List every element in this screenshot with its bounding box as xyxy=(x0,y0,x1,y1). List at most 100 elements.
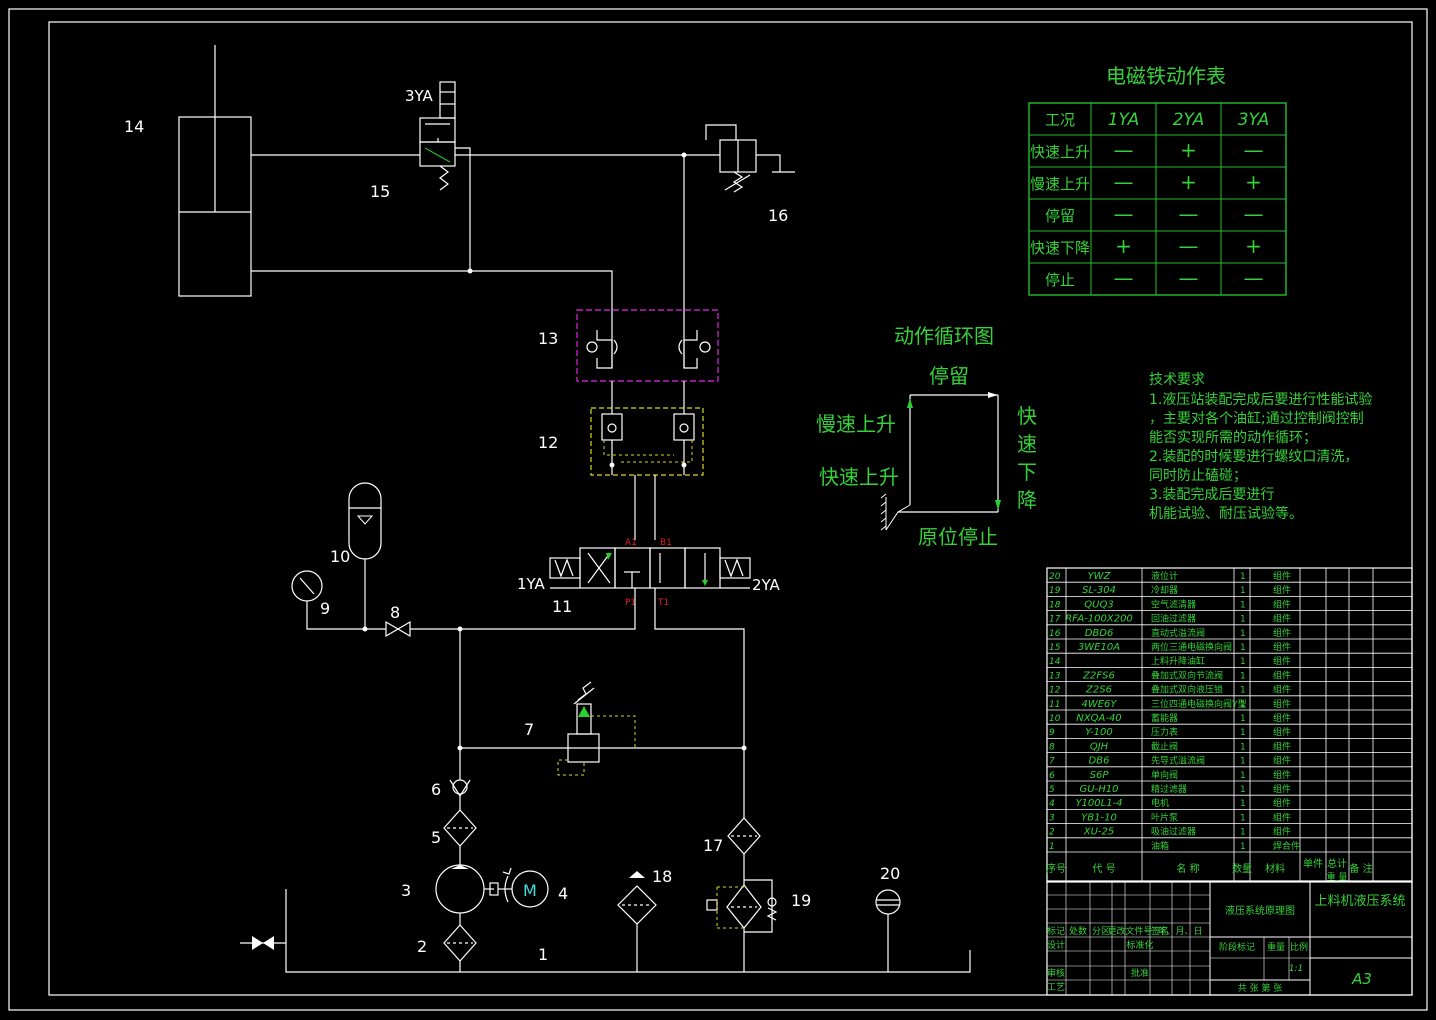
bom-cell: GU-H10 xyxy=(1080,784,1119,795)
bom-cell: 11 xyxy=(1049,700,1060,710)
label-9: 9 xyxy=(320,599,330,618)
bom-cell: 焊合件 xyxy=(1273,840,1300,852)
bom-cell: 组件 xyxy=(1273,627,1291,639)
vane-pump xyxy=(435,864,499,925)
cycle-fast-down-char: 降 xyxy=(1017,488,1037,512)
drawing-name: 液压系统原理图 xyxy=(1225,904,1295,917)
bom-cell: 组件 xyxy=(1273,740,1291,752)
double-throttle-valve xyxy=(576,309,719,382)
cycle-fast-up: 快速上升 xyxy=(819,465,899,489)
bom-cell: 12 xyxy=(1049,686,1061,696)
lifting-cylinder xyxy=(178,45,252,297)
bom-cell: 电机 xyxy=(1151,797,1169,809)
port-p1: P1 xyxy=(625,598,636,608)
bom-cell: 1 xyxy=(1240,572,1246,582)
solenoid-table-cell: + xyxy=(1245,234,1262,258)
solenoid-table-cell: — xyxy=(1244,266,1264,290)
solenoid-table-cell: — xyxy=(1244,202,1264,226)
label-18: 18 xyxy=(652,867,672,886)
shutoff-valve xyxy=(365,620,460,638)
accumulator xyxy=(348,482,382,629)
cycle-fast-down: 快速下降 xyxy=(1017,404,1037,512)
bom-cell: 叠加式双向液压锁 xyxy=(1151,684,1223,696)
bom-cell: 10 xyxy=(1049,714,1061,724)
label-8: 8 xyxy=(390,603,400,622)
bom-cell: 组件 xyxy=(1273,684,1291,696)
label-1ya: 1YA xyxy=(517,575,546,593)
bom-cell: 叶片泵 xyxy=(1151,811,1178,823)
solenoid-table-cell: — xyxy=(1244,138,1264,162)
cycle-fast-down-char: 下 xyxy=(1017,460,1037,484)
bom-cell: 组件 xyxy=(1273,811,1291,823)
scale: 1:1 xyxy=(1289,964,1303,974)
bom-cell: QUQ3 xyxy=(1084,599,1113,610)
bom-cell: RFA-100X200 xyxy=(1065,614,1133,625)
revision-label: 标记 xyxy=(1047,925,1065,937)
bom-cell: 19 xyxy=(1049,586,1061,596)
solenoid-table-cell: — xyxy=(1114,170,1134,194)
bom-cell: 14 xyxy=(1049,657,1061,667)
tech-title: 技术要求 xyxy=(1149,372,1205,388)
solenoid-table-cell: + xyxy=(1180,170,1197,194)
bom-cell: 直动式溢流阀 xyxy=(1151,627,1205,639)
bom-cell: 组件 xyxy=(1273,826,1291,838)
bom-cell: 组件 xyxy=(1273,755,1291,767)
label-5: 5 xyxy=(431,828,441,847)
cycle-home-stop: 原位停止 xyxy=(918,525,998,549)
bom-cell: 空气滤清器 xyxy=(1151,598,1196,610)
return-filter xyxy=(727,817,761,885)
bom-cell: 冷却器 xyxy=(1151,584,1178,596)
motor-symbol: M xyxy=(523,881,537,900)
bom-cell: Z2S6 xyxy=(1085,685,1112,696)
port-b1: B1 xyxy=(660,538,672,548)
bom-cell: 1 xyxy=(1049,842,1055,852)
solenoid-table-cell: 慢速上升 xyxy=(1030,175,1090,193)
bom-cell: SL-304 xyxy=(1082,585,1116,596)
bom-cell: 油箱 xyxy=(1151,840,1169,852)
bom-cell: 1 xyxy=(1240,586,1246,596)
bom-cell: 组件 xyxy=(1273,584,1291,596)
two-way-solenoid-valve xyxy=(419,81,456,191)
solenoid-table-cell: — xyxy=(1179,266,1199,290)
bom-cell: DBD6 xyxy=(1085,628,1114,639)
bom-cell: YB1-10 xyxy=(1081,812,1117,823)
bom-cell: 1 xyxy=(1240,700,1246,710)
ratio-label: 比例 xyxy=(1290,941,1308,953)
solenoid-table-cell: — xyxy=(1114,138,1134,162)
cycle-title: 动作循环图 xyxy=(894,324,994,348)
bom-cell: 组件 xyxy=(1273,726,1291,738)
label-15: 15 xyxy=(370,182,390,201)
bom-cell: 15 xyxy=(1049,643,1061,653)
tech-line: 同时防止磕碰； xyxy=(1149,468,1247,484)
title-block: 液压系统原理图上料机液压系统A31:1标记处数分区更改文件号签名年、月、日设计标… xyxy=(1046,880,1413,996)
bom-header: 名 称 xyxy=(1176,862,1199,875)
sheet-size: A3 xyxy=(1351,970,1372,988)
bom-cell: S6P xyxy=(1090,770,1110,781)
cycle-fast-down-char: 快 xyxy=(1017,404,1037,428)
bom-cell: 组件 xyxy=(1273,797,1291,809)
three-position-directional-valve xyxy=(549,547,751,589)
cycle-diagram xyxy=(880,392,1001,531)
sheets-label: 共 张 第 张 xyxy=(1238,982,1283,994)
bom-cell: 3WE10A xyxy=(1078,642,1120,653)
bom-cell: 1 xyxy=(1240,771,1246,781)
label-1: 1 xyxy=(538,945,548,964)
bom-cell: 2 xyxy=(1049,828,1055,838)
bom-header: 代 号 xyxy=(1092,863,1115,875)
label-13: 13 xyxy=(538,329,558,348)
pilot-relief-valve xyxy=(557,681,636,776)
pressure-gauge xyxy=(291,570,368,632)
stage-mark-label: 阶段标记 xyxy=(1219,941,1255,953)
solenoid-table-cell: 2YA xyxy=(1173,110,1205,130)
bom-cell: 18 xyxy=(1049,600,1061,610)
bom-header: 序号 xyxy=(1046,862,1066,875)
solenoid-table-cell: 停留 xyxy=(1045,207,1075,225)
bom-cell: 组件 xyxy=(1273,641,1291,653)
bom-cell: 1 xyxy=(1240,615,1246,625)
tech-line: 3.装配完成后要进行 xyxy=(1149,487,1274,503)
bom-cell: 9 xyxy=(1049,728,1055,738)
bom-cell: 组件 xyxy=(1273,698,1291,710)
bom-cell: Z2FS6 xyxy=(1082,670,1115,681)
label-10: 10 xyxy=(330,547,350,566)
bom-cell: 1 xyxy=(1240,785,1246,795)
